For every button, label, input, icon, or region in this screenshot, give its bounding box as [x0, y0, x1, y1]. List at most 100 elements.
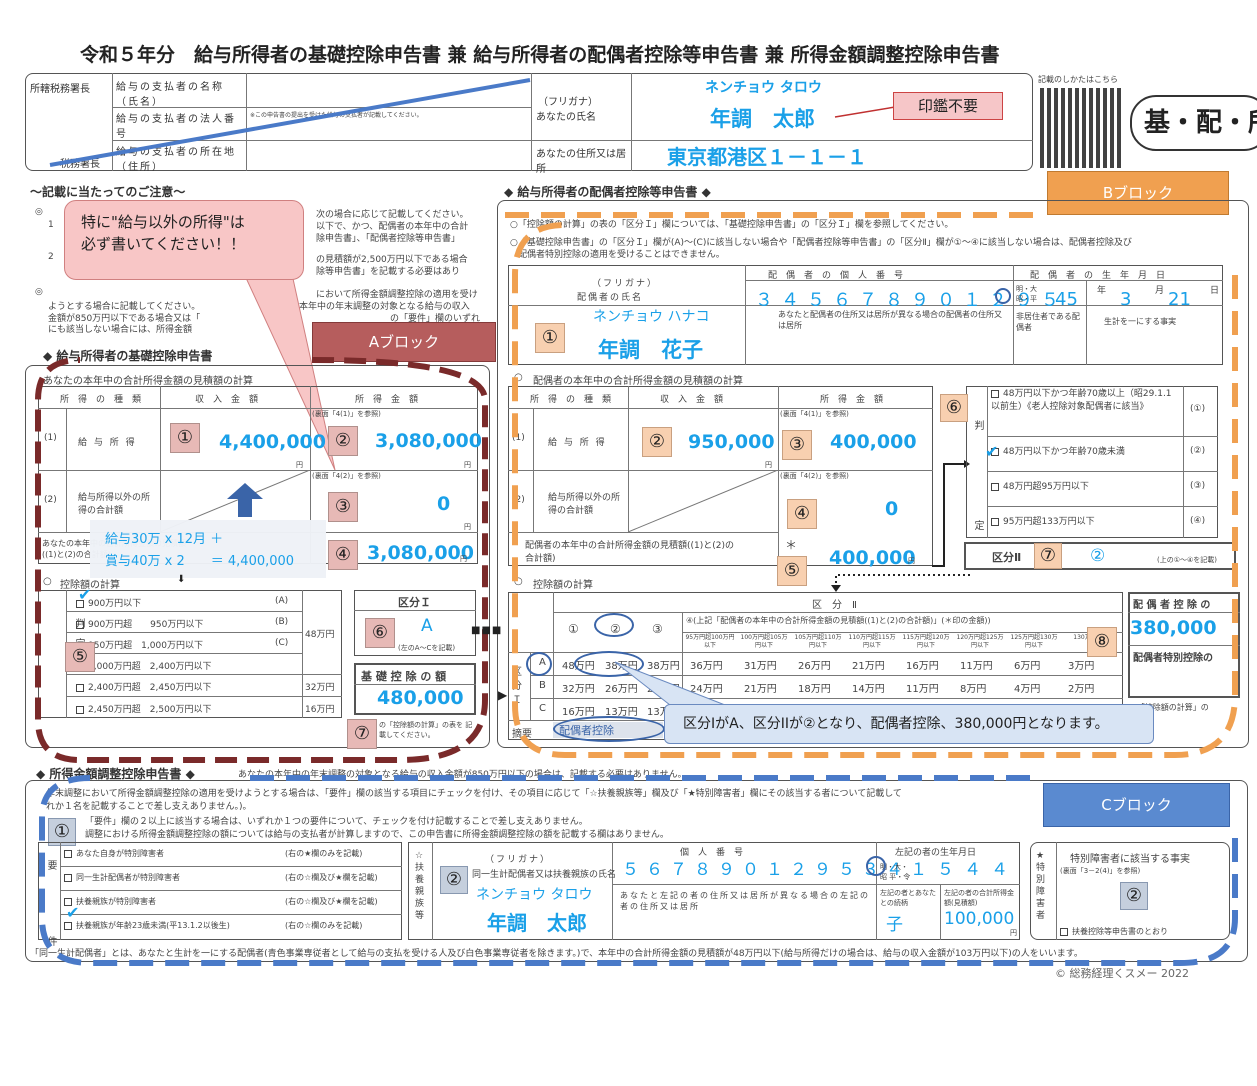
b-cell: 38万円	[647, 661, 680, 672]
a-deduct-code: (A)	[275, 596, 289, 606]
notes-callout: 特に"給与以外の所得"は 必ず書いてください！！	[64, 200, 304, 280]
block-c-dashed-outline	[39, 775, 1238, 966]
a-ref2: (裏面「4(2)」を参照)	[312, 472, 381, 480]
b-kubun2-note: (上の①～④を記載)	[1157, 556, 1218, 564]
b-calc-heading: 配偶者の本年中の合計所得金額の見積額の計算	[533, 376, 743, 387]
checkbox[interactable]	[991, 447, 999, 456]
c-dep-table	[408, 842, 1020, 940]
b-judge-text: 48万円以下かつ年齢70歳以上（昭29.1.1以前生）《老人控除対象配偶者に該当…	[991, 389, 1172, 412]
notes-line-8: の本年中の年末調整の対象となる給与の収入	[290, 302, 470, 312]
b-kubun2-value: ②	[1090, 546, 1106, 566]
b-summary-label: 摘要	[512, 729, 532, 740]
checkbox[interactable]	[76, 683, 84, 692]
notes-line-10: の「要件」欄のいずれ	[390, 314, 481, 324]
b-bracket: 115万円超120万円以下	[902, 634, 950, 649]
section-a-heading: ◆ 給与所得者の基礎控除申告書	[43, 349, 213, 363]
b-judge-row: 48万円超95万円以下	[991, 481, 1179, 494]
b-addr-note: あなたと配偶者の住所又は居所が異なる場合の配偶者の住所又は居所	[778, 310, 1002, 330]
c-req-table	[38, 842, 402, 940]
b-row1-amount: 400,000	[830, 431, 917, 453]
c-footnote: 「同一生計配偶者」とは、あなたと生計を一にする配偶者(青色事業専従者として給与の…	[30, 949, 1083, 959]
a-kubun1-note: (左のA～Cを記載)	[398, 644, 456, 652]
a-col-amount: 所 得 金 額	[355, 395, 419, 405]
b-birth-label: 配 偶 者 の 生 年 月 日	[1030, 271, 1166, 281]
a-judge-label: 判 定	[73, 618, 84, 648]
c-dep-birth: １５４４	[910, 860, 1018, 880]
no-seal-callout: 印鑑不要	[893, 92, 1003, 120]
b-badge-2: ②	[642, 427, 672, 457]
c-dep-birth-label: 左記の者の生年月日	[895, 848, 977, 858]
b-birth-y: 45	[1055, 289, 1078, 310]
a-basic-note: の「控除額の計算」の表を 記載してください。	[379, 721, 473, 739]
checkbox[interactable]	[64, 849, 72, 858]
a-basic-value: 480,000	[377, 687, 464, 709]
c-special-title: 特別障害者に該当する事実	[1070, 854, 1190, 865]
checkbox[interactable]	[991, 517, 999, 526]
b-note3: 配偶者特別控除の適用を受けることはできません。	[518, 250, 725, 260]
c-req-row: 同一生計配偶者が特別障害者	[64, 872, 180, 883]
header-form	[25, 73, 1033, 171]
b-check-2: ✔	[985, 442, 999, 461]
b-cell: 26万円	[605, 684, 638, 695]
a-badge-2: ②	[328, 426, 358, 456]
a-deduct-row: 2,450万円超 2,500万円以下	[76, 702, 212, 715]
checkbox[interactable]	[991, 482, 999, 491]
b-judge-text: 48万円以下かつ年齢70歳未満	[1003, 447, 1125, 457]
howto-label[interactable]: 記載のしかたはこちら	[1038, 75, 1118, 84]
a-row2-yen: 円	[464, 523, 471, 531]
block-b-dashed-outline	[505, 212, 1238, 758]
a-col-income: 収 入 金 額	[195, 395, 259, 405]
b-birth-m: 3	[1120, 289, 1132, 310]
b-bracket: 95万円超100万円以下	[685, 634, 735, 649]
checkbox[interactable]	[76, 620, 84, 629]
b-asterisk: ＊	[785, 538, 798, 552]
b-cell: B	[539, 680, 546, 691]
a-deduct-range: 900万円以下	[88, 599, 142, 609]
a-check-A: ✔	[78, 585, 92, 604]
checkbox[interactable]	[76, 705, 84, 714]
b-mynumber-circle	[995, 288, 1011, 304]
a-row2-label: 給与所得以外の所得の合計額	[78, 493, 151, 516]
b-ref2: (裏面「4(2)」を参照)	[780, 472, 849, 480]
b-ref1: (裏面「4(1)」を参照)	[780, 410, 849, 418]
notes-line-5: 除等申告書」を記載する必要はあり	[316, 267, 461, 277]
a-kubun1-box	[354, 590, 476, 656]
b-cell: 3万円	[1068, 661, 1095, 672]
payer-address-label: 給与の支払者の所在地（住所）	[116, 147, 236, 173]
a-row1-yen1: 円	[296, 461, 303, 469]
b-row2-amount: 0	[885, 498, 899, 520]
checkbox[interactable]	[76, 599, 84, 608]
b-right-note: ※「控除額の計算」の	[1130, 703, 1209, 712]
b-badge-5: ⑤	[777, 556, 807, 586]
block-a-dashed-outline	[35, 357, 488, 763]
c-dep-addr-note: あなたと左記の者の住所又は居所が異なる場合の左記の者の住所又は居所	[620, 891, 870, 911]
notes-heading: ～記載に当たってのご注意～	[30, 185, 186, 199]
name-value: 年調 太郎	[710, 107, 815, 131]
checkbox[interactable]	[64, 873, 72, 882]
furigana-value: ネンチョウ タロウ	[705, 80, 822, 96]
b-row1-label: 給 与 所 得	[548, 438, 607, 448]
a-badge-6: ⑥	[365, 618, 395, 648]
b-livelihood: 生計を一にする事実	[1104, 317, 1177, 326]
b-judge-text: 95万円超133万円以下	[1003, 517, 1095, 527]
checkbox[interactable]	[64, 921, 72, 930]
b-circle-col2	[594, 613, 634, 637]
b-spouse-deduct-value: 380,000	[1130, 617, 1217, 639]
c-badge-3: ②	[1120, 882, 1148, 910]
qr-code[interactable]	[1040, 88, 1122, 168]
checkbox[interactable]	[64, 897, 72, 906]
b-badge-1: ①	[535, 323, 565, 353]
b-cell: 16万円	[906, 661, 939, 672]
c-dep-income-yen: 円	[1010, 929, 1017, 937]
c-dep-label: ☆扶養親族等	[415, 851, 425, 921]
b-special-label: 配偶者特別控除の	[1133, 653, 1213, 664]
b-cell: 14万円	[852, 684, 885, 695]
a-up-arrow	[227, 483, 263, 517]
a-badge-7: ⑦	[347, 719, 377, 749]
c-req-label: 要 件	[45, 860, 56, 974]
b-deduct-heading: 控除額の計算	[533, 580, 593, 591]
checkbox[interactable]	[991, 389, 999, 398]
b-spouse-name-label: 配偶者の氏名	[577, 293, 644, 303]
a-basic-label: 基 礎 控 除 の 額	[361, 670, 447, 683]
a-row1-yen2: 円	[464, 461, 471, 469]
